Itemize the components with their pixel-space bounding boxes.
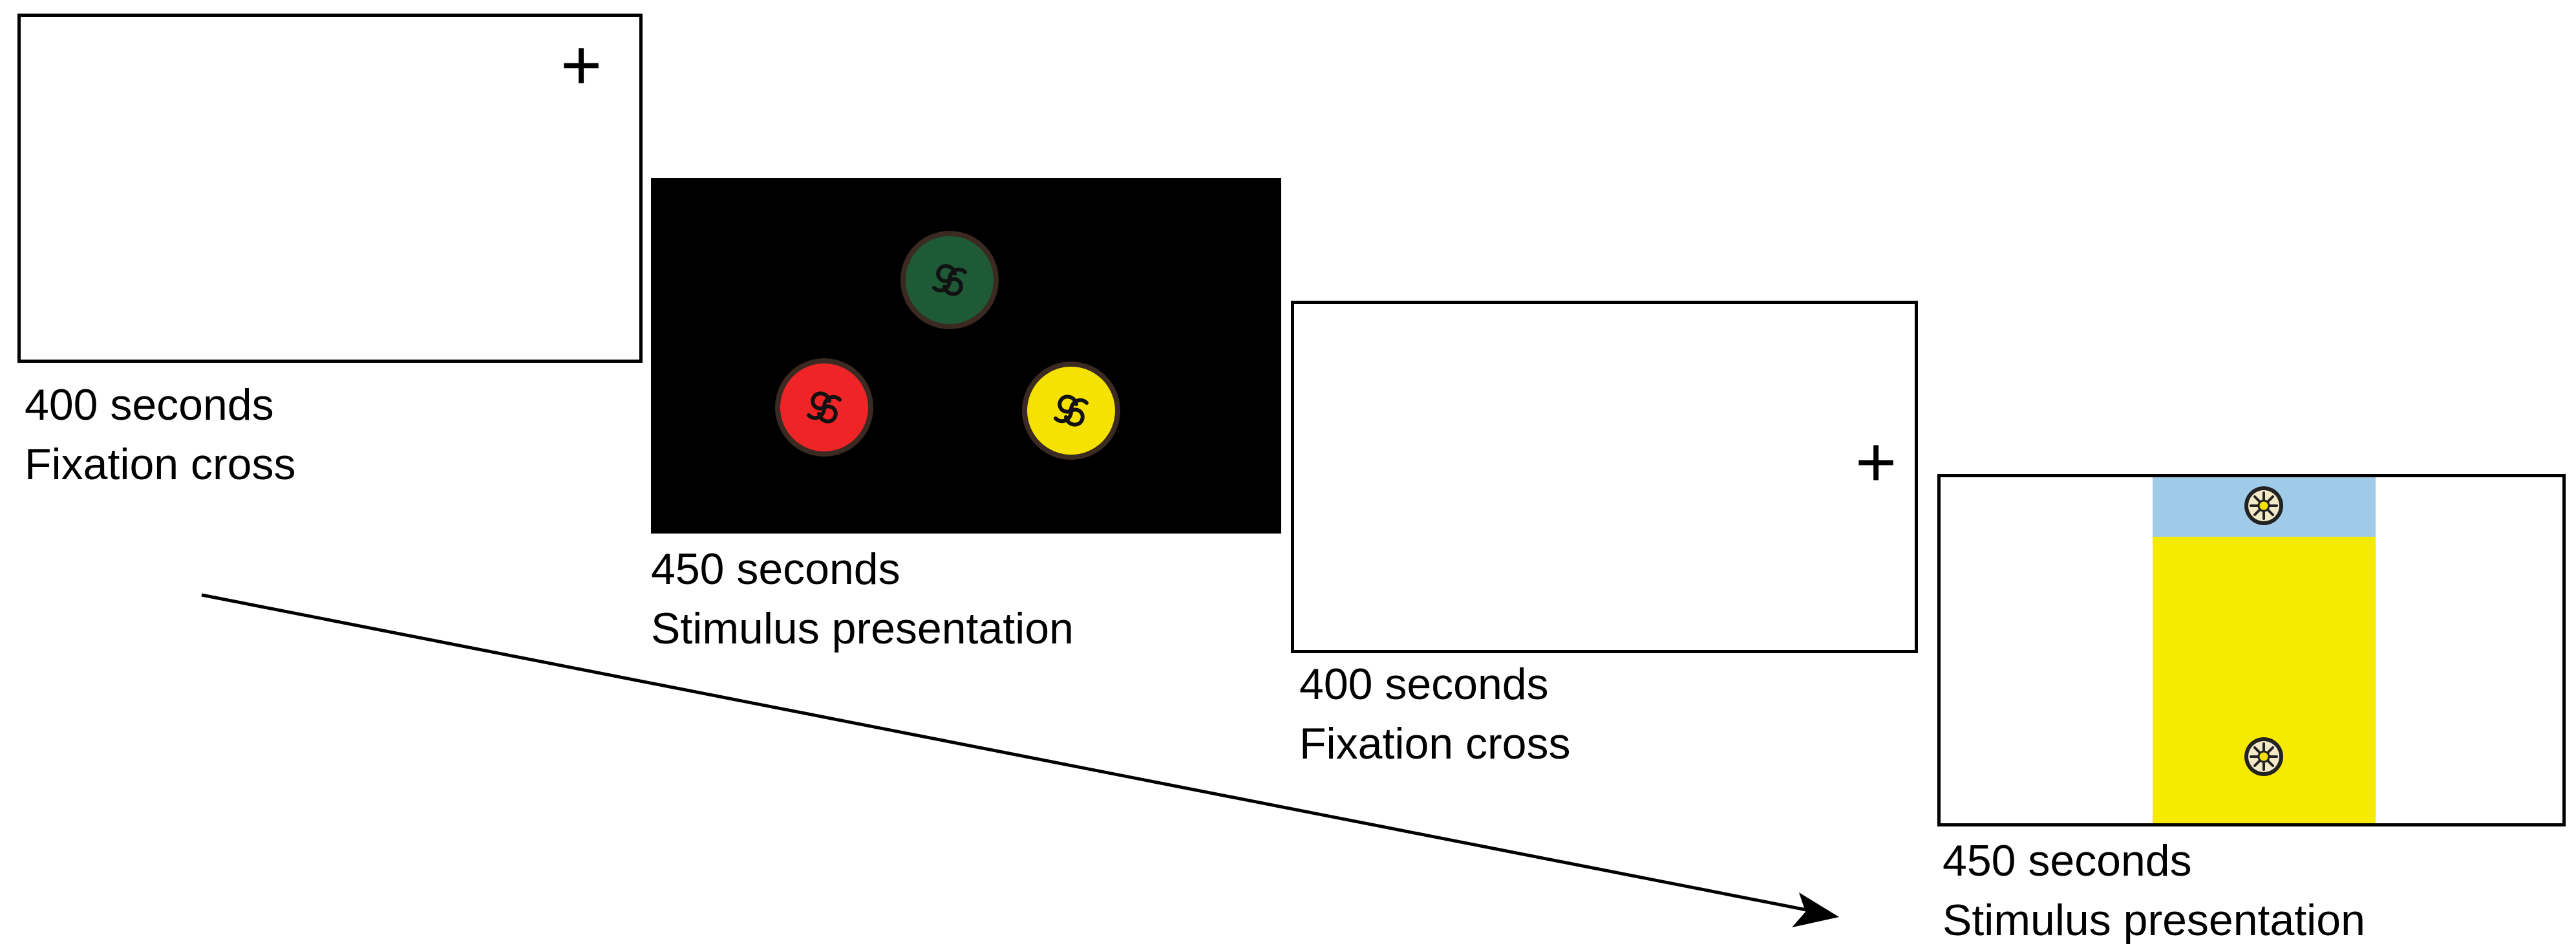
frame-4-duration: 450 seconds [1943,836,2192,885]
frame-1-fixation-screen: + [17,14,643,363]
frame-3-caption: 400 seconds Fixation cross [1299,654,1570,773]
frame-3-fixation-screen: + [1291,301,1918,653]
fixation-cross-icon: + [1855,422,1897,502]
frame-3-label: Fixation cross [1299,719,1571,768]
frame-4-stimulus-screen [1937,474,2566,826]
fixation-cross-icon: + [560,25,602,105]
arrow-head [1792,892,1839,927]
yellow-disc [1022,362,1120,460]
green-disc [900,231,999,329]
frame-3-duration: 400 seconds [1299,660,1549,709]
frame-1-duration: 400 seconds [25,380,274,429]
frame-1-label: Fixation cross [25,440,296,489]
red-disc [775,358,873,457]
frame-2-duration: 450 seconds [651,545,900,594]
arrow-right-icon [201,593,1811,912]
frame-1-caption: 400 seconds Fixation cross [25,375,295,494]
frame-4-label: Stimulus presentation [1943,896,2365,945]
frame-2-label: Stimulus presentation [651,604,1074,653]
frame-2-caption: 450 seconds Stimulus presentation [651,539,1074,658]
frame-4-caption: 450 seconds Stimulus presentation [1943,831,2365,950]
stimulus-discs [775,231,1120,460]
frame-2-stimulus-screen [651,178,1281,534]
stimulus-panel [2153,477,2376,823]
